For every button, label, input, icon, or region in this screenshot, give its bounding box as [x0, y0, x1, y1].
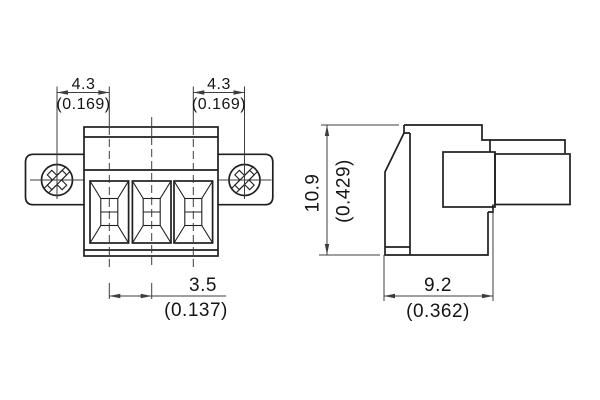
dim-3.5-in: (0.137) — [164, 300, 228, 321]
dim-3.5-mm: 3.5 — [189, 275, 217, 296]
dimension-depth: 9.2 (0.362) — [383, 210, 494, 322]
dim-10.9-in: (0.429) — [334, 159, 355, 223]
pole-centerlines — [108, 117, 194, 268]
dim-10.9-mm: 10.9 — [303, 174, 324, 213]
dim-9.2-in: (0.362) — [406, 301, 470, 322]
front-view: 4.3 (0.169) 4.3 (0.169) 3.5 (0.137) — [24, 76, 274, 321]
dim-9.2-mm: 9.2 — [424, 275, 452, 296]
dim-4.3-left-in: (0.169) — [56, 96, 110, 113]
dimension-flange-to-pole-right: 4.3 (0.169) — [192, 76, 246, 199]
dim-4.3-right-mm: 4.3 — [207, 76, 231, 93]
mounting-flange-right — [218, 153, 274, 206]
dim-4.3-left-mm: 4.3 — [72, 76, 96, 93]
mounting-flange-left — [24, 153, 84, 206]
side-middle-block — [442, 151, 496, 208]
dimension-flange-to-pole-left: 4.3 (0.169) — [56, 76, 110, 199]
dim-4.3-right-in: (0.169) — [192, 96, 246, 113]
side-view: 10.9 (0.429) 9.2 (0.362) — [303, 124, 571, 322]
side-plug-body — [494, 153, 571, 206]
side-plug-section — [442, 139, 571, 208]
dimension-pole-pitch: 3.5 (0.137) — [108, 275, 228, 321]
front-body — [83, 126, 219, 257]
dimension-height: 10.9 (0.429) — [303, 124, 399, 256]
side-body — [384, 124, 494, 256]
